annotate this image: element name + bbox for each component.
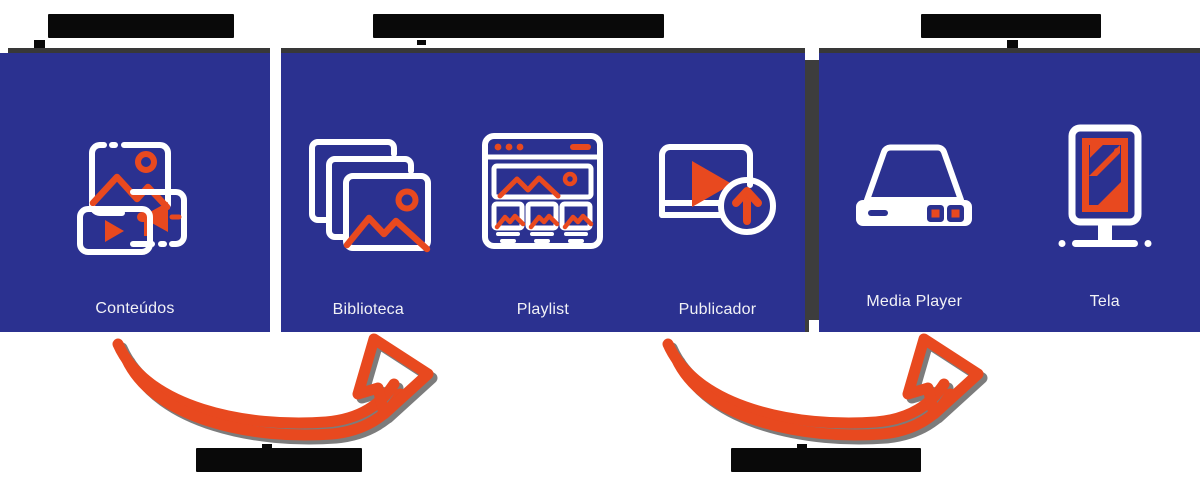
- item-tela[interactable]: Tela: [1010, 53, 1200, 311]
- footer-label-2-redacted: [731, 448, 921, 472]
- panel-2-items: Biblioteca: [281, 53, 805, 332]
- video-upload-icon: [652, 109, 782, 269]
- panel-3-top-border: [819, 48, 1200, 54]
- panel-divider-notch-bottom: [809, 320, 819, 334]
- arrow-2: [662, 333, 984, 441]
- footer-label-1-ascender: [262, 444, 272, 450]
- item-biblioteca[interactable]: Biblioteca: [281, 53, 456, 319]
- media-content-icon: [60, 107, 210, 267]
- item-label: Media Player: [866, 293, 963, 310]
- header-label-1-redacted: [48, 14, 234, 38]
- item-media-player[interactable]: Media Player: [819, 53, 1010, 311]
- panel-2-top-border: [281, 48, 805, 54]
- display-screen-icon: [1050, 105, 1160, 265]
- browser-gallery-icon: [480, 109, 605, 269]
- item-label: Conteúdos: [95, 300, 175, 317]
- header-label-1-descender: [34, 40, 45, 49]
- item-label: Publicador: [678, 301, 757, 318]
- item-label: Biblioteca: [332, 301, 404, 318]
- panel-divider: [805, 53, 819, 332]
- panel-1-items: Conteúdos: [0, 53, 270, 332]
- item-label: Playlist: [516, 301, 570, 318]
- image-stack-icon: [306, 109, 431, 269]
- footer-label-1-redacted: [196, 448, 362, 472]
- header-label-2-redacted: [373, 14, 664, 38]
- footer-label-2-ascender: [797, 444, 807, 450]
- panel-3-items: Media Player: [819, 53, 1200, 332]
- header-label-3-redacted: [921, 14, 1101, 38]
- header-label-3-descender: [1007, 40, 1018, 49]
- item-label: Tela: [1089, 293, 1120, 310]
- arrow-1: [112, 333, 434, 441]
- item-playlist[interactable]: Playlist: [456, 53, 631, 319]
- flow-arrows: [0, 330, 1200, 450]
- panel-divider-notch-top: [805, 48, 819, 60]
- header-label-2-descender: [417, 40, 426, 45]
- panel-1-top-border: [8, 48, 270, 54]
- item-publicador[interactable]: Publicador: [630, 53, 805, 319]
- media-player-device-icon: [844, 105, 984, 265]
- item-conteudos[interactable]: Conteúdos: [0, 53, 270, 318]
